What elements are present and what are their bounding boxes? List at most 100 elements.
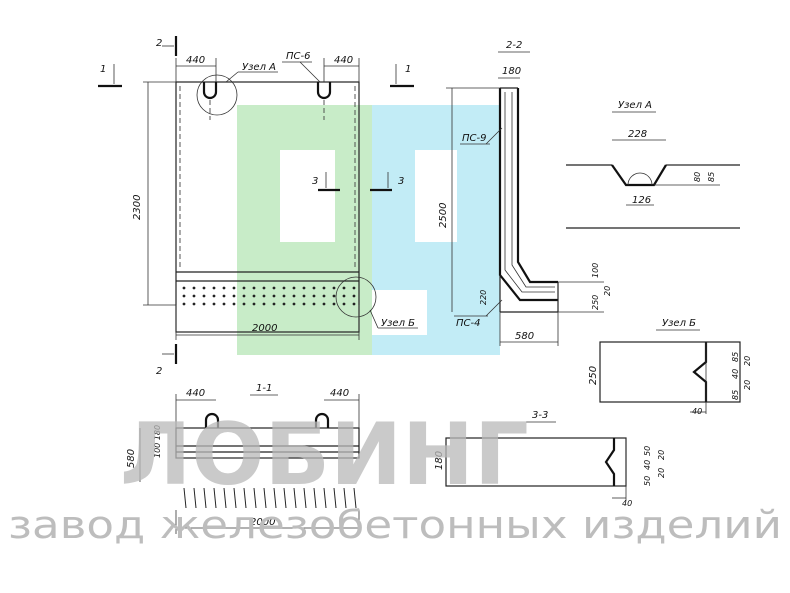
- section-3-3: 3-3 180 50 40 50 20 20 40: [434, 410, 666, 508]
- dim-3-3-50a: 50: [643, 446, 652, 456]
- rebar-end: [343, 487, 347, 509]
- hole-dot: [282, 294, 286, 298]
- section-mark-1-right: 1: [405, 64, 411, 75]
- dim-node-b-20b: 20: [743, 380, 752, 390]
- node-b-title: Узел Б: [662, 318, 696, 329]
- section-mark-2-top: 2: [156, 38, 162, 49]
- hole-dot: [332, 302, 336, 306]
- hole-dot: [182, 302, 186, 306]
- dim-1-1-left: 440: [186, 388, 205, 399]
- hole-dot: [282, 286, 286, 290]
- section-2-2: 2-2 180 2500 580 ПС-9 ПС-4 220 100 250 2…: [438, 40, 612, 346]
- dim-126: 126: [632, 195, 651, 206]
- rebar-end: [183, 487, 187, 509]
- hole-dot: [222, 302, 226, 306]
- hole-dot: [322, 302, 326, 306]
- hole-dot: [312, 302, 316, 306]
- hole-dot: [292, 286, 296, 290]
- hole-dot: [222, 286, 226, 290]
- hole-dot: [272, 286, 276, 290]
- hole-dot: [212, 286, 216, 290]
- dim-top-right: 440: [334, 55, 353, 66]
- node-a-detail: Узел А 228 126 80 85: [566, 100, 740, 229]
- hole-dot: [322, 294, 326, 298]
- hole-dot: [272, 294, 276, 298]
- hole-dot: [232, 302, 236, 306]
- dim-top-left: 440: [186, 55, 205, 66]
- callout-pc4: ПС-4: [456, 318, 480, 329]
- rebar-end: [233, 487, 237, 509]
- rebar-end: [313, 487, 317, 509]
- hole-dot: [302, 294, 306, 298]
- dim-228: 228: [628, 129, 647, 140]
- section-1-1: 1-1 440 440 580 100 180 2000: [126, 383, 360, 534]
- dim-node-b-85b: 85: [731, 390, 740, 400]
- hole-dot: [212, 294, 216, 298]
- dim-node-b-40b: 40: [692, 407, 702, 416]
- hole-dot: [262, 302, 266, 306]
- dim-85: 85: [707, 172, 716, 182]
- hole-dot: [282, 302, 286, 306]
- hole-dot: [352, 286, 356, 290]
- section-mark-3-left: 3: [312, 176, 318, 187]
- main-view: 2300 2000 440 440 Узел А ПС-6 Узел Б 1 1: [98, 36, 418, 377]
- watermark-brand: ЛОБИНГ: [120, 405, 529, 505]
- hole-dot: [302, 302, 306, 306]
- dim-2-2-bottom: 580: [515, 331, 534, 342]
- rebar-end: [213, 487, 217, 509]
- rebar-end: [323, 487, 327, 509]
- dim-1-1-100-180: 100 180: [153, 425, 162, 458]
- dim-node-b-40a: 40: [731, 369, 740, 379]
- rebar-end: [223, 487, 227, 509]
- hole-dot: [182, 294, 186, 298]
- hole-dot: [342, 294, 346, 298]
- rebar-end: [193, 487, 197, 509]
- dim-1-1-right: 440: [330, 388, 349, 399]
- dim-2-2-220: 220: [479, 290, 488, 305]
- section-2-2-title: 2-2: [506, 40, 522, 51]
- dim-3-3-20b: 20: [657, 468, 666, 478]
- section-mark-2-bottom: 2: [156, 366, 162, 377]
- hole-dot: [322, 286, 326, 290]
- callout-node-b: Узел Б: [381, 318, 415, 329]
- node-b-detail: Узел Б 250 85 40 85 20 20 40: [588, 318, 752, 416]
- hole-pattern: [182, 286, 356, 306]
- rebar-ends: [183, 487, 357, 509]
- hole-dot: [202, 286, 206, 290]
- rebar-end: [353, 487, 357, 509]
- section-1-1-title: 1-1: [256, 383, 272, 394]
- rebar-end: [333, 487, 337, 509]
- hole-dot: [192, 286, 196, 290]
- node-a-title: Узел А: [618, 100, 652, 111]
- rebar-end: [273, 487, 277, 509]
- hole-dot: [252, 302, 256, 306]
- hole-dot: [212, 302, 216, 306]
- hole-dot: [332, 286, 336, 290]
- callout-node-a: Узел А: [242, 62, 276, 73]
- hole-dot: [232, 286, 236, 290]
- hole-dot: [262, 286, 266, 290]
- rebar-end: [263, 487, 267, 509]
- rebar-end: [243, 487, 247, 509]
- section-mark-1-left: 1: [100, 64, 106, 75]
- dim-2-2-20: 20: [603, 286, 612, 296]
- dim-1-1-2000: 2000: [250, 517, 275, 528]
- dim-2-2-top: 180: [502, 66, 521, 77]
- hole-dot: [352, 294, 356, 298]
- dim-3-3-50b: 50: [643, 476, 652, 486]
- dim-height-main: 2300: [132, 195, 143, 220]
- dim-width-main: 2000: [252, 323, 277, 334]
- hole-dot: [182, 286, 186, 290]
- hole-dot: [242, 302, 246, 306]
- rebar-end: [293, 487, 297, 509]
- hole-dot: [292, 302, 296, 306]
- hole-dot: [312, 286, 316, 290]
- dim-1-1-580: 580: [126, 449, 137, 468]
- hole-dot: [262, 294, 266, 298]
- section-mark-3-right: 3: [398, 176, 404, 187]
- callout-pc9: ПС-9: [462, 133, 486, 144]
- hole-dot: [312, 294, 316, 298]
- rebar-end: [253, 487, 257, 509]
